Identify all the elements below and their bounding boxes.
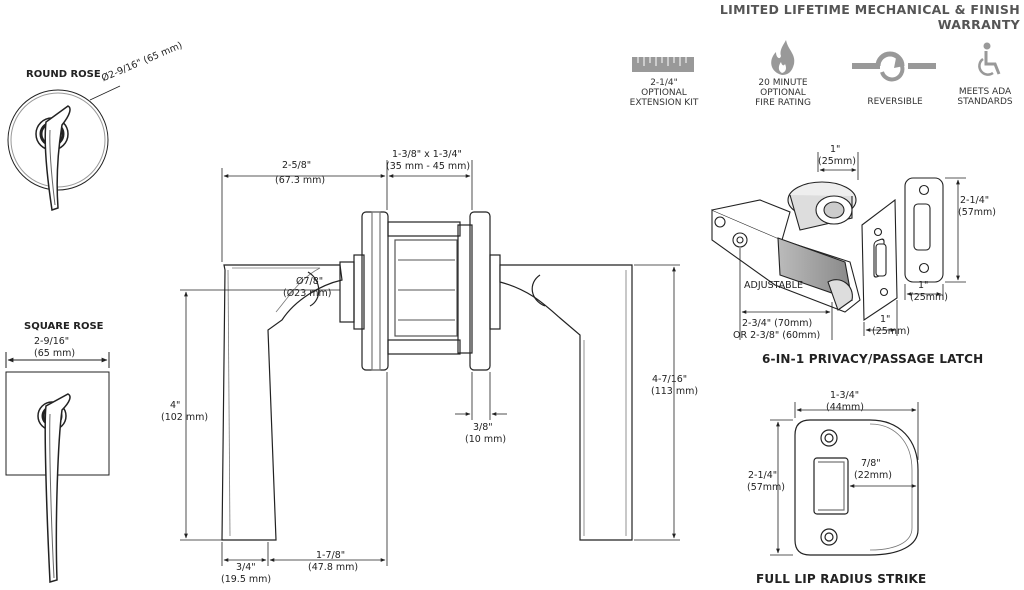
square-rose-width-in: 2-9/16" bbox=[34, 336, 70, 347]
plate-height-in: 2-1/4" bbox=[960, 195, 990, 206]
feature-line: 2-1/4" bbox=[650, 78, 678, 88]
reversible-arrow-icon bbox=[852, 51, 936, 82]
base-width-in: 1-7/8" bbox=[316, 550, 346, 561]
feature-reversible: REVERSIBLE bbox=[850, 97, 940, 107]
warranty-heading: LIMITED LIFETIME MECHANICAL & FINISH WAR… bbox=[719, 2, 1020, 32]
feature-line: FIRE RATING bbox=[755, 98, 811, 108]
door-thickness-mm: (35 mm - 45 mm) bbox=[386, 161, 471, 172]
diameter-in: Ø7/8" bbox=[296, 276, 324, 287]
strike-lip-in: 7/8" bbox=[861, 458, 881, 469]
backset-label: ADJUSTABLE bbox=[744, 280, 803, 291]
backset-option-2: OR 2-3/8" (60mm) bbox=[733, 330, 821, 341]
strike-height-in: 2-1/4" bbox=[748, 470, 778, 481]
diameter-mm: (Ø23 mm) bbox=[283, 288, 332, 299]
round-rose-drawing bbox=[7, 85, 121, 211]
face-width-mm: (25mm) bbox=[872, 326, 911, 337]
latch-drawing bbox=[711, 177, 944, 322]
base-width-mm: (47.8 mm) bbox=[308, 562, 359, 573]
bolt-width-mm: (25mm) bbox=[818, 156, 857, 167]
strike-width-in: 1-3/4" bbox=[830, 390, 860, 401]
square-rose-title: SQUARE ROSE bbox=[24, 321, 104, 332]
gap-in: 3/8" bbox=[473, 422, 493, 433]
door-thickness-in: 1-3/8" x 1-3/4" bbox=[392, 149, 462, 160]
height-in: 4" bbox=[170, 400, 181, 411]
bolt-width-in: 1" bbox=[830, 144, 841, 155]
reach-mm: (67.3 mm) bbox=[275, 175, 326, 186]
round-rose-title: ROUND ROSE bbox=[26, 69, 101, 80]
square-rose-drawing bbox=[5, 352, 110, 583]
strike-width-mm: (44mm) bbox=[826, 402, 865, 413]
wheelchair-icon bbox=[978, 42, 1001, 76]
tip-width-in: 3/4" bbox=[236, 562, 256, 573]
feature-line: OPTIONAL bbox=[760, 88, 806, 98]
plate-width-in: 1" bbox=[918, 280, 929, 291]
full-height-mm: (113 mm) bbox=[651, 386, 699, 397]
feature-ada: MEETS ADA STANDARDS bbox=[947, 87, 1023, 107]
backset-option-1: 2-3/4" (70mm) bbox=[742, 318, 813, 329]
strike-height-mm: (57mm) bbox=[747, 482, 786, 493]
tip-width-mm: (19.5 mm) bbox=[221, 574, 272, 585]
feature-extension-kit: 2-1/4" OPTIONAL EXTENSION KIT bbox=[619, 78, 709, 108]
latch-title: 6-IN-1 PRIVACY/PASSAGE LATCH bbox=[762, 352, 984, 366]
strike-title: FULL LIP RADIUS STRIKE bbox=[756, 572, 927, 586]
feature-line: MEETS ADA bbox=[958, 87, 1012, 97]
feature-line: EXTENSION KIT bbox=[629, 98, 699, 108]
face-width-in: 1" bbox=[880, 314, 891, 325]
feature-line: OPTIONAL bbox=[641, 88, 687, 98]
lever-assembly-drawing bbox=[221, 211, 633, 541]
latch-dimension-lines bbox=[739, 152, 966, 340]
feature-line: REVERSIBLE bbox=[867, 97, 923, 107]
gap-mm: (10 mm) bbox=[465, 434, 507, 445]
feature-line: STANDARDS bbox=[957, 97, 1013, 107]
square-rose-width-mm: (65 mm) bbox=[34, 348, 76, 359]
plate-height-mm: (57mm) bbox=[958, 207, 997, 218]
flame-icon bbox=[771, 40, 795, 75]
height-mm: (102 mm) bbox=[161, 412, 209, 423]
lever-dimension-lines bbox=[180, 160, 680, 566]
full-height-in: 4-7/16" bbox=[652, 374, 688, 385]
strike-lip-mm: (22mm) bbox=[854, 470, 893, 481]
feature-fire-rating: 20 MINUTE OPTIONAL FIRE RATING bbox=[738, 78, 828, 108]
ruler-icon bbox=[632, 57, 694, 72]
strike-drawing bbox=[794, 419, 919, 556]
reach-in: 2-5/8" bbox=[282, 160, 312, 171]
strike-dimension-lines bbox=[770, 402, 919, 556]
plate-width-mm: (25mm) bbox=[910, 292, 949, 303]
feature-line: 20 MINUTE bbox=[758, 78, 808, 88]
